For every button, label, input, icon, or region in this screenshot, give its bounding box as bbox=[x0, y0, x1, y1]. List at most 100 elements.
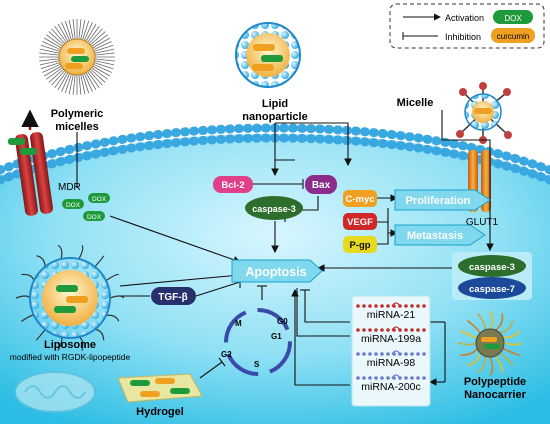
lipid-nanoparticle-label-2: nanoparticle bbox=[242, 111, 307, 123]
mirna-panel: miRNA-21 miRNA-199a miRNA-98 miRNA-200c bbox=[351, 295, 431, 407]
nucleotide-dot bbox=[410, 376, 414, 380]
node-caspase3-right: caspase-3 bbox=[458, 255, 526, 277]
liposome-label: Liposome bbox=[44, 339, 96, 351]
nucleotide-dot bbox=[362, 304, 366, 308]
legend-dox-swatch bbox=[493, 10, 533, 24]
nucleotide-dot bbox=[368, 352, 372, 356]
nucleotide-dot bbox=[416, 352, 420, 356]
legend-dox: DOX bbox=[504, 14, 522, 23]
nucleotide-dot bbox=[374, 376, 378, 380]
polymeric-micelles-label-2: micelles bbox=[55, 121, 98, 133]
nucleotide-dot bbox=[374, 328, 378, 332]
mirna-label: miRNA-21 bbox=[367, 309, 416, 321]
legend-inhibition: Inhibition bbox=[445, 32, 481, 42]
nucleotide-dot bbox=[422, 352, 426, 356]
glut1-label: GLUT1 bbox=[466, 217, 499, 228]
cycle-phase-m: M bbox=[235, 319, 242, 328]
nucleotide-dot bbox=[356, 328, 360, 332]
nucleotide-dot bbox=[404, 304, 408, 308]
cycle-phase-g2: G2 bbox=[221, 350, 232, 359]
node-cmyc: C-myc bbox=[343, 190, 377, 207]
hairpin-loop bbox=[391, 350, 401, 355]
cycle-phase-s: S bbox=[254, 360, 260, 369]
micelle-illustration bbox=[456, 82, 512, 144]
svg-text:caspase-3: caspase-3 bbox=[469, 262, 515, 273]
hairpin-loop bbox=[391, 302, 401, 307]
nucleotide-dot bbox=[380, 328, 384, 332]
node-bcl2: Bcl-2 bbox=[213, 176, 253, 193]
micelle-label: Micelle bbox=[397, 97, 434, 109]
svg-text:Bax: Bax bbox=[312, 180, 331, 191]
nucleotide-dot bbox=[422, 376, 426, 380]
nucleotide-dot bbox=[380, 352, 384, 356]
liposome-illustration bbox=[15, 244, 125, 351]
lipid-nanoparticle-illustration bbox=[235, 22, 301, 88]
dox-pill-3: DOX bbox=[83, 211, 105, 221]
hairpin-loop bbox=[391, 326, 401, 331]
mirna-label: miRNA-200c bbox=[361, 381, 421, 393]
mirna-row: miRNA-199a bbox=[356, 326, 426, 345]
nucleotide-dot bbox=[422, 328, 426, 332]
nucleotide-dot bbox=[416, 376, 420, 380]
hydrogel-label: Hydrogel bbox=[136, 406, 184, 418]
nucleotide-dot bbox=[386, 376, 390, 380]
polymeric-micelles-label-1: Polymeric bbox=[51, 108, 104, 120]
nucleotide-dot bbox=[362, 376, 366, 380]
svg-text:Proliferation: Proliferation bbox=[406, 195, 471, 207]
svg-text:VEGF: VEGF bbox=[347, 217, 373, 228]
nucleotide-dot bbox=[374, 352, 378, 356]
nucleotide-dot bbox=[356, 304, 360, 308]
nucleotide-dot bbox=[368, 304, 372, 308]
nucleotide-dot bbox=[356, 376, 360, 380]
svg-text:caspase-7: caspase-7 bbox=[469, 284, 515, 295]
node-proliferation: Proliferation bbox=[394, 189, 491, 211]
polypeptide-label-2: Nanocarrier bbox=[464, 389, 526, 401]
node-caspase7: caspase-7 bbox=[458, 277, 526, 299]
nucleotide-dot bbox=[416, 304, 420, 308]
dox-pill-1: DOX bbox=[62, 199, 84, 209]
mirna-label: miRNA-98 bbox=[367, 357, 416, 369]
nucleotide-dot bbox=[404, 328, 408, 332]
nucleotide-dot bbox=[362, 328, 366, 332]
mdr-label: MDR bbox=[58, 182, 81, 193]
dox-pill-2: DOX bbox=[88, 193, 110, 203]
legend-activation: Activation bbox=[445, 13, 484, 23]
svg-text:Metastasis: Metastasis bbox=[407, 230, 463, 242]
svg-text:TGF-β: TGF-β bbox=[158, 292, 187, 303]
nucleotide-dot bbox=[362, 352, 366, 356]
hydrogel-illustration bbox=[117, 373, 203, 403]
svg-text:DOX: DOX bbox=[92, 196, 107, 203]
nucleotide-dot bbox=[422, 304, 426, 308]
nucleotide-dot bbox=[374, 304, 378, 308]
svg-text:DOX: DOX bbox=[87, 214, 102, 221]
svg-text:caspase-3: caspase-3 bbox=[252, 204, 296, 214]
node-bax: Bax bbox=[305, 175, 337, 194]
polymeric-micelle-illustration bbox=[39, 19, 115, 95]
nucleotide-dot bbox=[380, 304, 384, 308]
svg-text:DOX: DOX bbox=[66, 202, 81, 209]
nucleotide-dot bbox=[416, 328, 420, 332]
nucleotide-dot bbox=[356, 352, 360, 356]
nucleotide-dot bbox=[386, 328, 390, 332]
nucleotide-dot bbox=[404, 376, 408, 380]
svg-text:Bcl-2: Bcl-2 bbox=[221, 180, 244, 191]
node-metastasis: Metastasis bbox=[394, 224, 486, 246]
nucleotide-dot bbox=[386, 352, 390, 356]
svg-text:P-gp: P-gp bbox=[349, 240, 370, 251]
polypeptide-nanocarrier-illustration bbox=[457, 310, 523, 376]
mirna-row: miRNA-21 bbox=[356, 302, 426, 321]
cycle-phase-g1: G1 bbox=[271, 332, 282, 341]
node-vegf: VEGF bbox=[343, 213, 377, 230]
nucleotide-dot bbox=[410, 328, 414, 332]
nucleotide-dot bbox=[410, 352, 414, 356]
mdr-transporter bbox=[8, 109, 53, 216]
node-apoptosis: Apoptosis bbox=[231, 259, 323, 283]
nucleotide-dot bbox=[386, 304, 390, 308]
node-tgf: TGF-β bbox=[151, 287, 196, 305]
node-caspase3-left: caspase-3 bbox=[245, 196, 303, 220]
nucleotide-dot bbox=[404, 352, 408, 356]
legend-curcumin: curcumin bbox=[497, 32, 529, 41]
mirna-label: miRNA-199a bbox=[361, 333, 421, 345]
